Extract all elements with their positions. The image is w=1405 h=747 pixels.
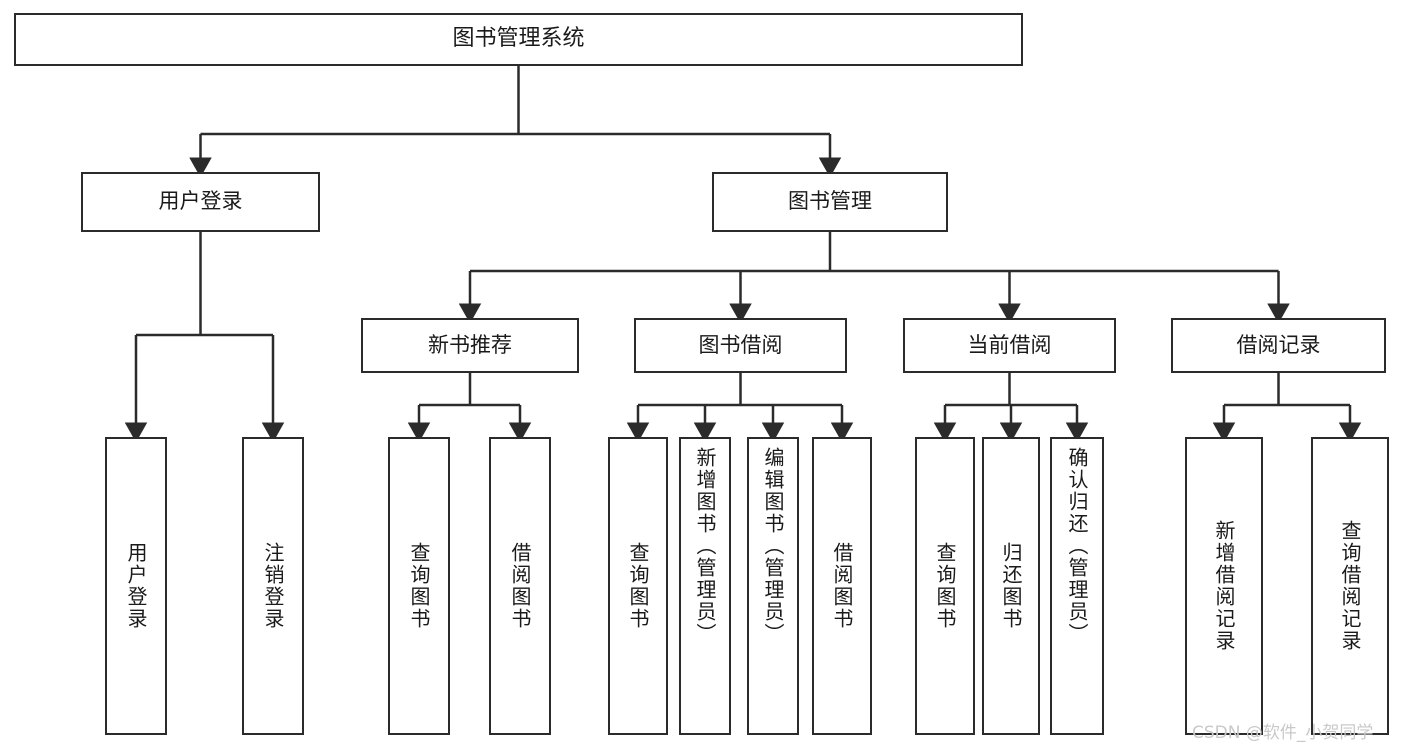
node-label-leaf-rec-add: 新增借阅记录 [1212, 520, 1236, 652]
node-current-borrow[interactable]: 当前借阅 [903, 318, 1116, 373]
node-label-user-login: 用户登录 [158, 189, 243, 214]
node-new-book-rec[interactable]: 新书推荐 [361, 318, 579, 373]
node-label-new-book-rec: 新书推荐 [428, 332, 512, 357]
node-book-borrow[interactable]: 图书借阅 [634, 318, 847, 373]
node-label-current-borrow: 当前借阅 [967, 332, 1052, 357]
node-leaf-cur-query[interactable]: 查询图书 [915, 437, 975, 735]
node-leaf-borrow-lend[interactable]: 借阅图书 [812, 437, 872, 735]
node-label-leaf-cur-return: 归还图书 [999, 542, 1023, 630]
node-user-login[interactable]: 用户登录 [81, 172, 320, 232]
node-label-leaf-user-login: 用户登录 [124, 542, 148, 630]
node-label-leaf-rec-search: 查询借阅记录 [1338, 520, 1362, 652]
node-label-leaf-borrow-lend: 借阅图书 [830, 542, 854, 630]
node-leaf-rec-borrow[interactable]: 借阅图书 [489, 437, 551, 735]
node-leaf-cur-return[interactable]: 归还图书 [982, 437, 1040, 735]
node-label-leaf-borrow-edit: 编辑图书（管理员） [761, 447, 785, 645]
node-label-leaf-borrow-query: 查询图书 [626, 542, 650, 630]
node-leaf-borrow-add[interactable]: 新增图书（管理员） [679, 437, 731, 735]
node-borrow-record[interactable]: 借阅记录 [1171, 318, 1386, 373]
node-leaf-rec-add[interactable]: 新增借阅记录 [1185, 437, 1263, 735]
node-leaf-user-logout[interactable]: 注销登录 [242, 437, 304, 735]
node-leaf-borrow-edit[interactable]: 编辑图书（管理员） [747, 437, 799, 735]
node-leaf-user-login[interactable]: 用户登录 [105, 437, 167, 735]
node-label-book-borrow: 图书借阅 [698, 332, 783, 357]
node-book-manage[interactable]: 图书管理 [712, 172, 948, 232]
node-label-root: 图书管理系统 [452, 26, 585, 52]
node-label-leaf-rec-query: 查询图书 [407, 542, 431, 630]
tree-edges [124, 66, 1362, 443]
node-label-leaf-cur-query: 查询图书 [933, 542, 957, 630]
node-label-leaf-user-logout: 注销登录 [261, 542, 285, 630]
node-label-leaf-rec-borrow: 借阅图书 [508, 542, 532, 630]
node-label-borrow-record: 借阅记录 [1236, 332, 1321, 357]
node-root[interactable]: 图书管理系统 [14, 13, 1023, 66]
node-leaf-cur-confirm[interactable]: 确认归还（管理员） [1050, 437, 1104, 735]
node-label-leaf-borrow-add: 新增图书（管理员） [693, 447, 717, 645]
node-leaf-rec-query[interactable]: 查询图书 [388, 437, 450, 735]
node-leaf-rec-search[interactable]: 查询借阅记录 [1311, 437, 1389, 735]
node-label-book-manage: 图书管理 [788, 189, 872, 214]
node-label-leaf-cur-confirm: 确认归还（管理员） [1065, 447, 1089, 645]
node-leaf-borrow-query[interactable]: 查询图书 [608, 437, 668, 735]
